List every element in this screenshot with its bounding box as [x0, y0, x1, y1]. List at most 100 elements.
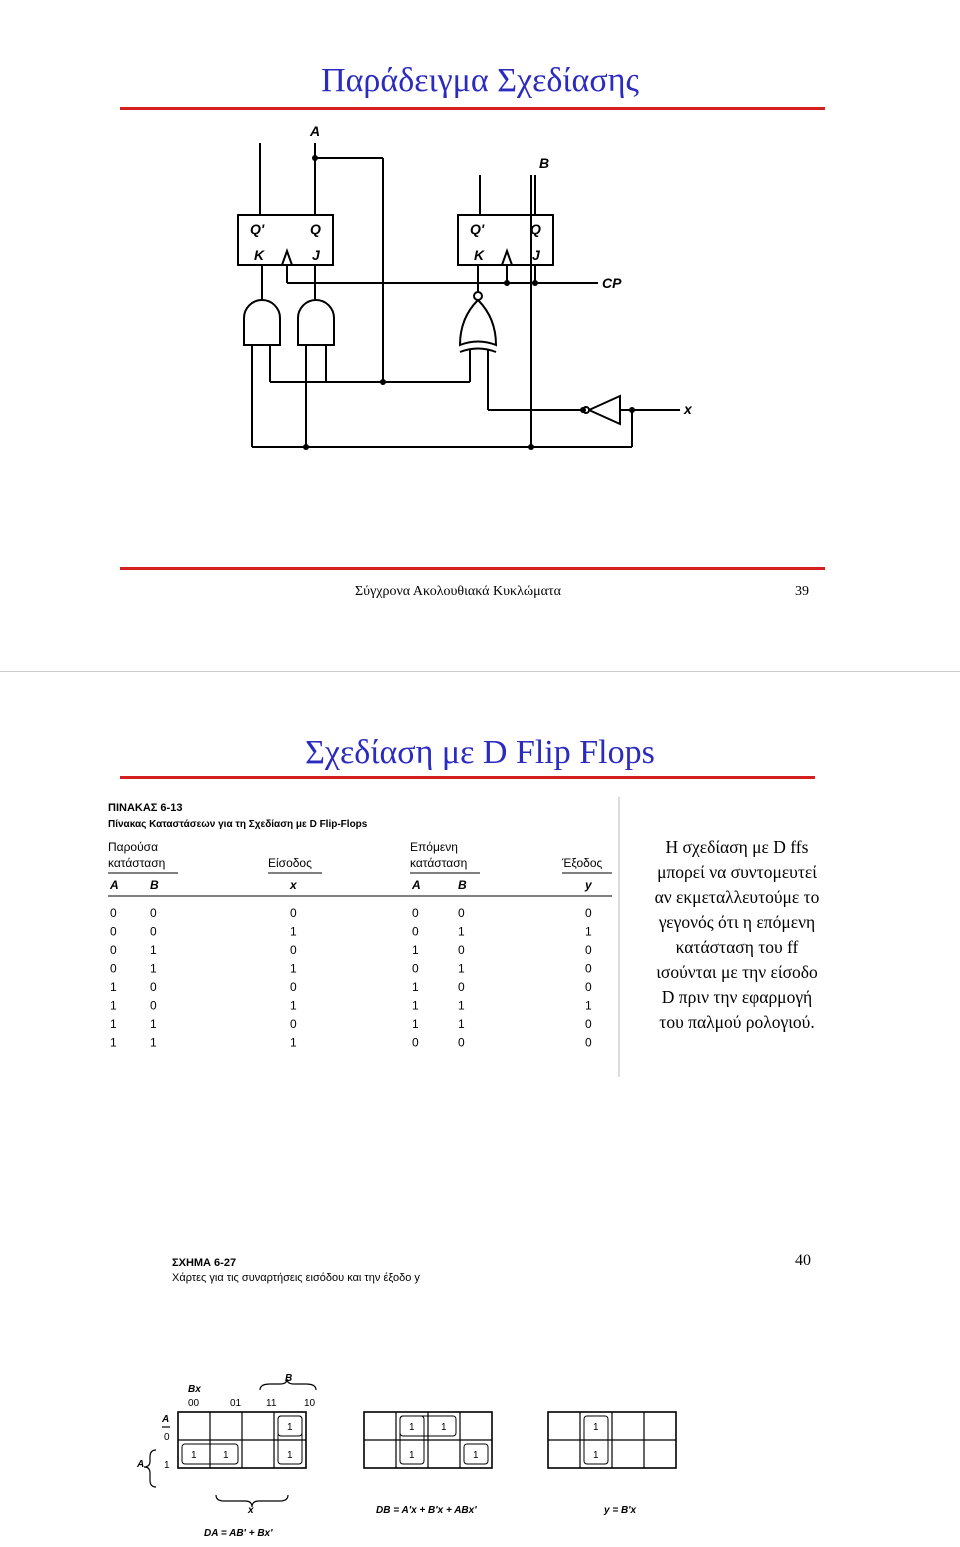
table-cell: 1	[110, 1036, 117, 1050]
table-cell: 0	[290, 1017, 297, 1031]
table-column-header: B	[458, 878, 467, 892]
table-cell: 0	[110, 943, 117, 957]
table-cell: 1	[110, 1017, 117, 1031]
ff2-j: J	[532, 247, 541, 263]
table-cell: 0	[585, 962, 592, 976]
table-cell: 0	[585, 906, 592, 920]
table-cell: 0	[458, 980, 465, 994]
slide-title: Σχεδίαση με D Flip Flops	[305, 734, 655, 771]
table-cell: 0	[412, 1036, 419, 1050]
ff1-k: K	[254, 247, 265, 263]
group-present-2: κατάσταση	[108, 856, 165, 870]
table-cell: 1	[585, 925, 592, 939]
body-text: Η σχεδίαση με D ffs μπορεί να συντομευτε…	[628, 835, 846, 1035]
inverter-gate	[586, 394, 621, 426]
kmap-col-header: 10	[304, 1398, 316, 1409]
body-line: D πριν την εφαρμογή	[661, 987, 813, 1007]
kmap-eq-da: DA = AB' + Bx'	[204, 1528, 273, 1539]
and-gate-2	[297, 299, 335, 346]
figure-subcaption: Χάρτες για τις συναρτήσεις εισόδου και τ…	[172, 1272, 420, 1284]
table-cell: 1	[110, 980, 117, 994]
footer-line	[120, 567, 825, 570]
slide-39: Παράδειγμα Σχεδίασης	[0, 0, 960, 671]
ff1-q: Q	[310, 221, 321, 237]
table-cell: 1	[110, 999, 117, 1013]
kmap-cell-one: 1	[441, 1422, 447, 1433]
table-cell: 0	[150, 906, 157, 920]
karnaugh-maps: Bx B A A x DA = AB' + Bx' DB = A'x + B'x…	[136, 1373, 677, 1539]
body-line: αν εκμεταλλευτούμε το	[654, 887, 820, 907]
kmap-cell-one: 1	[409, 1450, 415, 1461]
table-cell: 0	[110, 925, 117, 939]
table-cell: 0	[110, 906, 117, 920]
title-underline	[120, 776, 815, 779]
table-cell: 1	[458, 1017, 465, 1031]
kmap-corner-label: Bx	[188, 1384, 201, 1395]
table-cell: 0	[585, 1017, 592, 1031]
ff1-j: J	[312, 247, 321, 263]
body-line: κατάσταση του ff	[675, 937, 799, 957]
table-title: ΠΙΝΑΚΑΣ 6-13	[108, 802, 182, 814]
table-cell: 0	[585, 980, 592, 994]
kmap-row-header: 1	[164, 1460, 170, 1471]
group-output: Έξοδος	[561, 856, 602, 870]
table-cell: 0	[110, 962, 117, 976]
kmap-cell-one: 1	[287, 1450, 293, 1461]
ff2-qprime: Q'	[470, 221, 485, 237]
body-line: Η σχεδίαση με D ffs	[665, 837, 809, 857]
table-cell: 0	[150, 925, 157, 939]
group-input: Είσοδος	[268, 856, 312, 870]
table-cell: 1	[150, 1017, 157, 1031]
table-cell: 0	[412, 925, 419, 939]
kmap-cell-one: 1	[593, 1422, 599, 1433]
kmap-eq-db: DB = A'x + B'x + ABx'	[376, 1505, 477, 1516]
slide-40: Σχεδίαση με D Flip Flops ΠΙΝΑΚΑΣ 6-13 Πί…	[0, 671, 960, 1539]
table-cell: 1	[458, 925, 465, 939]
group-next-2: κατάσταση	[410, 856, 467, 870]
table-column-header: A	[109, 878, 119, 892]
kmap-cell-one: 1	[409, 1422, 415, 1433]
kmap-cell-one: 1	[593, 1450, 599, 1461]
table-column-header: A	[411, 878, 421, 892]
table-cell: 0	[458, 1036, 465, 1050]
table-cell: 1	[290, 962, 297, 976]
label-x: x	[683, 401, 693, 417]
table-cell: 0	[290, 943, 297, 957]
body-line: μπορεί να συντομευτεί	[657, 862, 817, 882]
table-cell: 1	[290, 999, 297, 1013]
table-cell: 0	[290, 980, 297, 994]
kmap-row-header: 0	[164, 1432, 170, 1443]
table-column-header: x	[289, 878, 298, 892]
table-cell: 0	[585, 1036, 592, 1050]
group-next-1: Επόμενη	[410, 840, 458, 854]
table-cell: 0	[412, 906, 419, 920]
kmap-col-header: 11	[266, 1398, 277, 1409]
kmap-cell-one: 1	[287, 1422, 293, 1433]
figure-caption: ΣΧΗΜΑ 6-27	[172, 1257, 237, 1269]
table-cell: 1	[150, 1036, 157, 1050]
table-cell: 1	[412, 980, 419, 994]
table-cell: 0	[150, 980, 157, 994]
page-number: 39	[795, 584, 809, 599]
slide-title: Παράδειγμα Σχεδίασης	[321, 62, 639, 99]
kmap-brace-x: x	[247, 1505, 254, 1516]
and-gate-1	[243, 299, 281, 346]
body-line: ισούνται με την είσοδο	[656, 962, 818, 982]
table-cell: 1	[458, 962, 465, 976]
ff2-k: K	[474, 247, 485, 263]
kmap-brace-a: A	[136, 1459, 144, 1470]
table-column-header: B	[150, 878, 159, 892]
kmap-row-label-a: A	[161, 1414, 169, 1425]
table-cell: 1	[412, 999, 419, 1013]
circuit-diagram: A B Q' Q K J Q' Q K J CP x	[237, 123, 693, 450]
table-cell: 1	[150, 962, 157, 976]
table-cell: 0	[458, 943, 465, 957]
footer-text: Σύγχρονα Ακολουθιακά Κυκλώματα	[355, 584, 561, 599]
table-cell: 1	[458, 999, 465, 1013]
state-table: ΠΙΝΑΚΑΣ 6-13 Πίνακας Καταστάσεων για τη …	[108, 797, 620, 1077]
title-underline	[120, 107, 825, 110]
table-cell: 1	[290, 1036, 297, 1050]
table-cell: 0	[458, 906, 465, 920]
xnor-gate	[458, 298, 498, 347]
kmap-cell-one: 1	[191, 1450, 197, 1461]
